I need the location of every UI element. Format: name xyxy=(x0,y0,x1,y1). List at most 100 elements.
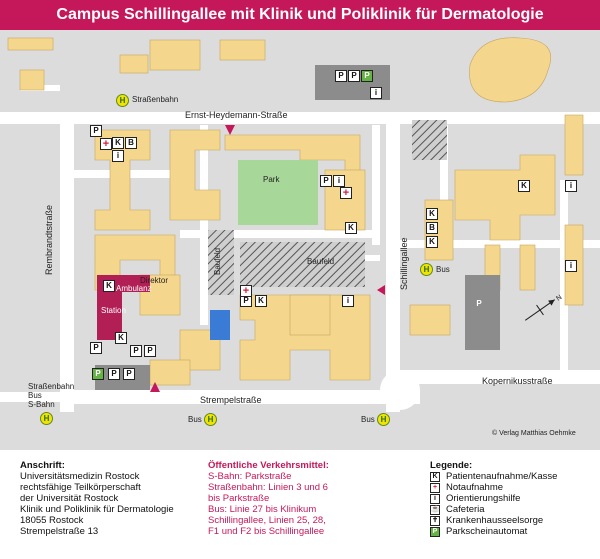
emergency-icon: + xyxy=(430,482,440,493)
transport-line: Bus: Linie 27 bis Klinikum xyxy=(208,504,317,515)
bus-stop-icon-bottom-mid[interactable]: H xyxy=(377,413,390,426)
baufeld-label-a: Baufeld xyxy=(213,247,222,275)
cashier-icon[interactable]: K xyxy=(518,180,530,192)
info-footer: Anschrift: Universitätsmedizin Rostock r… xyxy=(0,450,600,559)
cashier-icon: K xyxy=(430,471,440,482)
emergency-icon[interactable]: + xyxy=(240,285,252,297)
bus-stop-icon-bottom-left[interactable]: H xyxy=(204,413,217,426)
parking-lot-bottom-left xyxy=(95,365,150,390)
parking-icon[interactable]: P xyxy=(144,345,156,357)
parking-icon[interactable]: P xyxy=(348,70,360,82)
legend-heading: Legende: xyxy=(430,460,473,471)
street-rembrandt: Rembrandtstraße xyxy=(44,204,54,275)
transport-line: F1 und F2 bis Schillingallee xyxy=(208,526,325,537)
street-ernst-heydemann: Ernst-Heydemann-Straße xyxy=(185,110,288,120)
park-area xyxy=(238,160,318,225)
address-line: der Universität Rostock xyxy=(20,493,119,504)
bus-stop-label-bottom-mid: Bus xyxy=(361,415,375,424)
cafeteria-icon[interactable]: B xyxy=(426,222,438,234)
direktor-label[interactable]: Direktor xyxy=(140,276,169,285)
cashier-icon[interactable]: K xyxy=(345,222,357,234)
cashier-icon[interactable]: K xyxy=(115,332,127,344)
ambulanz-label[interactable]: Ambulanz xyxy=(116,284,152,293)
legend-item: ✝ Krankenhausseelsorge xyxy=(430,515,557,526)
legend-label: Patientenaufnahme/Kasse xyxy=(446,471,558,482)
chaplaincy-icon: ✝ xyxy=(430,515,440,526)
page-title: Campus Schillingallee mit Klinik und Pol… xyxy=(56,6,544,23)
baufeld-b-area xyxy=(240,242,365,287)
bus-stop-icon-right[interactable]: H xyxy=(420,263,433,276)
legend-label: Notaufnahme xyxy=(446,482,504,493)
parking-ticket-machine-icon: P xyxy=(430,526,440,537)
address-line: Strempelstraße 13 xyxy=(20,526,99,537)
cafeteria-icon[interactable]: B xyxy=(125,137,137,149)
left-transit-icon[interactable]: H xyxy=(40,412,53,425)
address-line: rechtsfähige Teilkörperschaft xyxy=(20,482,141,493)
cashier-icon[interactable]: K xyxy=(112,137,124,149)
parking-icon[interactable]: P xyxy=(473,298,485,310)
parking-ticket-machine-icon[interactable]: P xyxy=(92,368,104,380)
campus-map[interactable]: N Ernst-Heydemann-Straße Rembrandtstraße… xyxy=(0,30,600,450)
cashier-icon[interactable]: K xyxy=(255,295,267,307)
parking-icon[interactable]: P xyxy=(130,345,142,357)
round-building xyxy=(469,37,552,103)
emergency-icon[interactable]: + xyxy=(340,187,352,199)
address-line: 18055 Rostock xyxy=(20,515,84,526)
legend-item: P Parkscheinautomat xyxy=(430,526,557,537)
road-strempel xyxy=(60,390,420,404)
parking-icon[interactable]: P xyxy=(335,70,347,82)
info-icon[interactable]: i xyxy=(565,180,577,192)
station-label[interactable]: Station xyxy=(101,306,126,315)
address-line: Universitätsmedizin Rostock xyxy=(20,471,140,482)
parking-icon[interactable]: P xyxy=(320,175,332,187)
map-canvas: N xyxy=(0,37,600,412)
info-icon: i xyxy=(430,493,440,504)
entrance-marker xyxy=(225,125,235,135)
street-strempel: Strempelstraße xyxy=(200,395,262,405)
tram-stop-icon[interactable]: H xyxy=(116,94,129,107)
street-schillingallee: Schillingallee xyxy=(399,237,409,290)
baufeld-a-area xyxy=(208,230,234,295)
info-icon[interactable]: i xyxy=(112,150,124,162)
park-label: Park xyxy=(263,175,280,184)
entrance-marker xyxy=(377,285,385,295)
parking-icon[interactable]: P xyxy=(123,368,135,380)
cafeteria-icon: ☕ xyxy=(430,504,440,515)
road-rembrandt xyxy=(60,112,74,412)
legend-label: Cafeteria xyxy=(446,504,485,515)
cashier-icon[interactable]: K xyxy=(426,236,438,248)
info-icon[interactable]: i xyxy=(565,260,577,272)
info-icon[interactable]: i xyxy=(342,295,354,307)
legend-label: Parkscheinautomat xyxy=(446,526,528,537)
transport-line: S-Bahn: Parkstraße xyxy=(208,471,292,482)
hatched-area-right xyxy=(412,120,447,160)
transport-line: Straßenbahn: Linien 3 und 6 xyxy=(208,482,328,493)
left-transit-stack: Straßenbahn Bus S-Bahn xyxy=(28,382,74,409)
street-kopernikus: Kopernikusstraße xyxy=(482,376,553,386)
svg-text:N: N xyxy=(555,294,563,303)
baufeld-label-b: Baufeld xyxy=(307,257,335,266)
compass: N xyxy=(524,294,563,321)
address-heading: Anschrift: xyxy=(20,460,65,471)
road-ernst-heydemann xyxy=(0,112,600,124)
parking-lot-right xyxy=(465,275,500,350)
transport-block: Öffentliche Verkehrsmittel: S-Bahn: Park… xyxy=(208,460,329,537)
emergency-icon[interactable]: + xyxy=(100,138,112,150)
road-schillingallee xyxy=(386,112,400,412)
info-icon[interactable]: i xyxy=(333,175,345,187)
copyright-note: © Verlag Matthias Oehmke xyxy=(492,430,576,437)
parking-icon[interactable]: P xyxy=(108,368,120,380)
pond xyxy=(210,310,230,340)
legend-item: ☕ Cafeteria xyxy=(430,504,557,515)
parking-icon[interactable]: P xyxy=(90,342,102,354)
legend-label: Krankenhausseelsorge xyxy=(446,515,544,526)
parking-ticket-machine-icon[interactable]: P xyxy=(361,70,373,82)
address-line: Klinik und Poliklinik für Dermatologie xyxy=(20,504,174,515)
cashier-icon[interactable]: K xyxy=(103,280,115,292)
address-block: Anschrift: Universitätsmedizin Rostock r… xyxy=(20,460,174,537)
bus-stop-label-bottom-left: Bus xyxy=(188,415,202,424)
parking-icon[interactable]: P xyxy=(90,125,102,137)
cashier-icon[interactable]: K xyxy=(426,208,438,220)
legend-item: K Patientenaufnahme/Kasse xyxy=(430,471,557,482)
info-icon[interactable]: i xyxy=(370,87,382,99)
